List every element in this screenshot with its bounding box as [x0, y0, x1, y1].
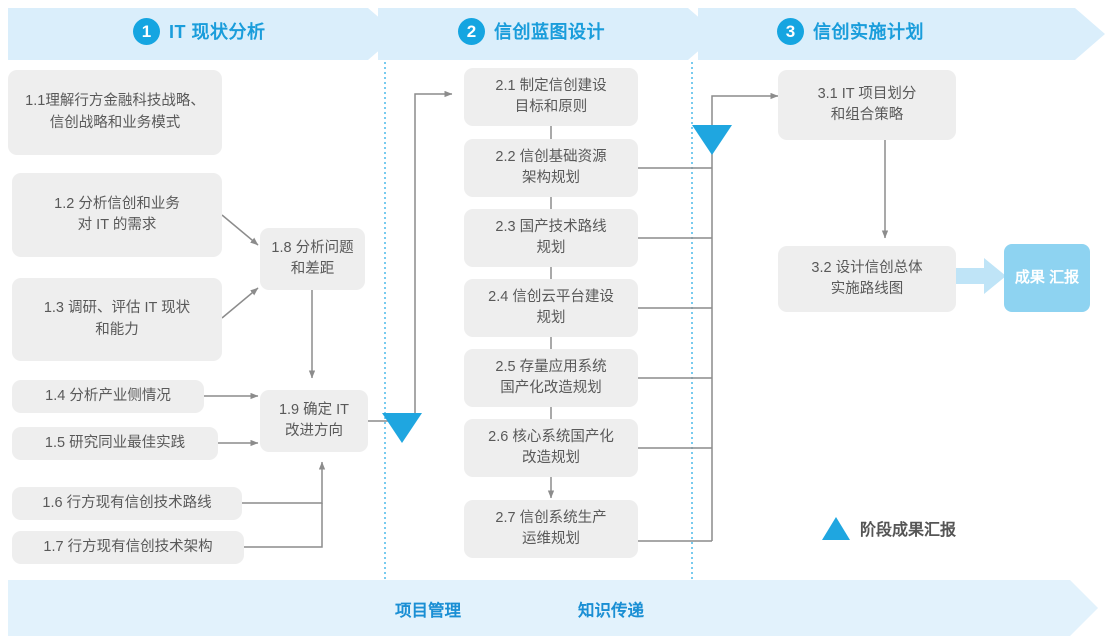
task-box-1-6[interactable]: 1.6 行方现有信创技术路线 [12, 487, 242, 520]
task-line: 2.6 核心系统国产化 [488, 428, 614, 445]
legend-label: 阶段成果汇报 [860, 522, 957, 539]
task-line: 和组合策略 [830, 107, 904, 123]
phase-title-3: 信创实施计划 [813, 22, 924, 42]
result-report-badge[interactable]: 成果 汇报 [1004, 244, 1090, 312]
phase-number-3: 3 [777, 17, 804, 45]
phase-title-1: IT 现状分析 [169, 22, 266, 42]
task-box-3-1[interactable]: 3.1 IT 项目划分 和组合策略 [778, 70, 956, 140]
task-line: 和能力 [95, 321, 139, 338]
task-line: 3.1 IT 项目划分 [817, 85, 917, 102]
phase1-to-phase2-connector [368, 90, 453, 422]
task-line: 架构规划 [522, 170, 580, 186]
task-box-2-6[interactable]: 2.6 核心系统国产化 改造规划 [464, 419, 638, 477]
task-box-2-2[interactable]: 2.2 信创基础资源 架构规划 [464, 139, 638, 197]
task-box-2-7[interactable]: 2.7 信创系统生产 运维规划 [464, 500, 638, 558]
phase-title-2: 信创蓝图设计 [494, 22, 605, 42]
task-line: 2.4 信创云平台建设 [488, 288, 614, 305]
legend-milestone: 阶段成果汇报 [822, 516, 956, 540]
task-box-1-9[interactable]: 1.9 确定 IT 改进方向 [260, 390, 368, 452]
task-line: 实施路线图 [830, 281, 904, 297]
task-box-2-4[interactable]: 2.4 信创云平台建设 规划 [464, 279, 638, 337]
task-line: 2.5 存量应用系统 [495, 358, 607, 375]
task-line: 1.7 行方现有信创技术架构 [43, 538, 213, 555]
task-line: 国产化改造规划 [500, 380, 602, 396]
task-box-1-8[interactable]: 1.8 分析问题 和差距 [260, 228, 365, 290]
task-line: 2.3 国产技术路线 [495, 218, 607, 235]
task-line: 1.9 确定 IT [278, 401, 350, 418]
task-box-1-1[interactable]: 1.1理解行方金融科技战略、 信创战略和业务模式 [8, 70, 222, 155]
task-box-2-5[interactable]: 2.5 存量应用系统 国产化改造规划 [464, 349, 638, 407]
result-block-arrow [955, 258, 1006, 294]
task-line: 1.4 分析产业侧情况 [45, 387, 171, 404]
task-line: 规划 [536, 310, 566, 326]
task-line: 和差距 [290, 261, 335, 277]
bottom-label-knowledge-transfer[interactable]: 知识传递 [578, 602, 644, 620]
phase-number-2: 2 [458, 17, 485, 45]
phase-header-2[interactable]: 2 信创蓝图设计 [458, 14, 605, 48]
task-box-2-3[interactable]: 2.3 国产技术路线 规划 [464, 209, 638, 267]
task-line: 改进方向 [284, 423, 343, 439]
task-line: 1.6 行方现有信创技术路线 [42, 494, 212, 511]
task-box-1-2[interactable]: 1.2 分析信创和业务 对 IT 的需求 [12, 173, 222, 257]
task-line: 1.3 调研、评估 IT 现状 [43, 300, 191, 317]
task-line: 目标和原则 [514, 99, 588, 115]
task-box-1-7[interactable]: 1.7 行方现有信创技术架构 [12, 531, 244, 564]
task-box-3-2[interactable]: 3.2 设计信创总体 实施路线图 [778, 246, 956, 312]
task-line: 2.2 信创基础资源 [495, 148, 607, 165]
task-box-1-5[interactable]: 1.5 研究同业最佳实践 [12, 427, 218, 460]
task-box-1-3[interactable]: 1.3 调研、评估 IT 现状 和能力 [12, 278, 222, 361]
task-line: 规划 [536, 240, 566, 256]
phase-header-3[interactable]: 3 信创实施计划 [777, 14, 924, 48]
task-line: 对 IT 的需求 [77, 217, 157, 233]
task-box-1-4[interactable]: 1.4 分析产业侧情况 [12, 380, 204, 413]
badge-line: 成果 [1014, 268, 1045, 286]
bottom-band [8, 580, 1098, 636]
task-line: 1.8 分析问题 [271, 239, 354, 256]
task-line: 2.7 信创系统生产 [495, 509, 607, 526]
phase-number-1: 1 [133, 17, 160, 45]
triangle-icon [822, 516, 850, 540]
phase2-to-phase3-bus [637, 92, 779, 542]
task-line: 3.2 设计信创总体 [811, 259, 923, 276]
task-line: 2.1 制定信创建设 [495, 77, 607, 94]
task-box-2-1[interactable]: 2.1 制定信创建设 目标和原则 [464, 68, 638, 126]
task-line: 1.2 分析信创和业务 [54, 195, 180, 212]
badge-line: 汇报 [1049, 268, 1080, 286]
task-line: 1.1理解行方金融科技战略、 [25, 93, 205, 110]
phase-header-1[interactable]: 1 IT 现状分析 [133, 14, 266, 48]
bottom-label-project-management[interactable]: 项目管理 [395, 602, 461, 620]
task-line: 信创战略和业务模式 [49, 114, 181, 131]
task-line: 1.5 研究同业最佳实践 [44, 434, 186, 451]
task-line: 改造规划 [522, 450, 580, 466]
task-line: 运维规划 [522, 531, 580, 547]
